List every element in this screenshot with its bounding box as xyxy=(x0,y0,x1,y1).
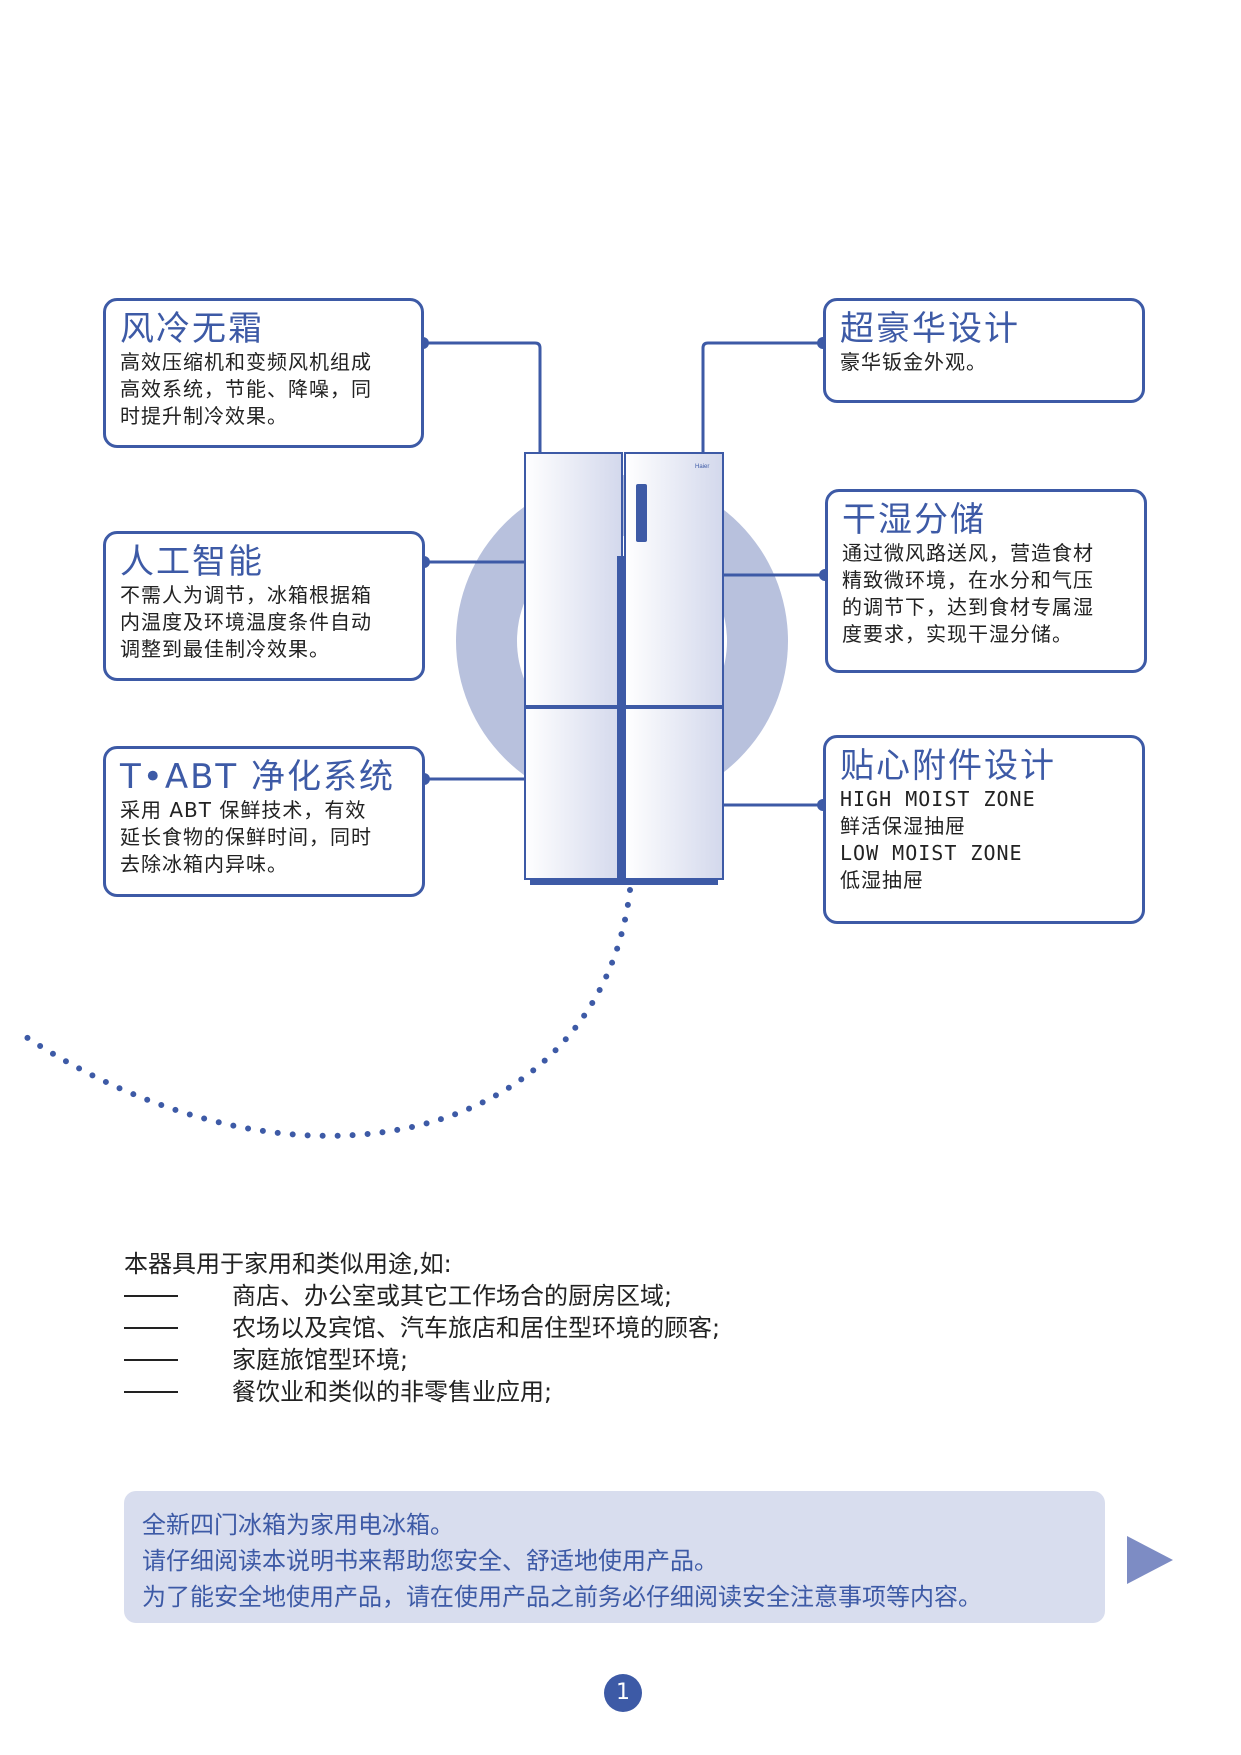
feature-card-accessories: 贴心附件设计 HIGH MOIST ZONE 鲜活保湿抽屉 LOW MOIST ZO… xyxy=(823,735,1145,924)
feature-text: 高效压缩机和变频风机组成 xyxy=(120,350,372,374)
dash xyxy=(124,1295,178,1297)
fridge-illustration xyxy=(524,452,724,885)
feature-text: 度要求，实现干湿分储。 xyxy=(842,622,1073,646)
notice-line: 全新四门冰箱为家用电冰箱。 xyxy=(142,1511,454,1539)
notice-line: 请仔细阅读本说明书来帮助您安全、舒适地使用产品。 xyxy=(142,1547,718,1575)
feature-text: 调整到最佳制冷效果。 xyxy=(120,637,330,661)
uses-item: 家庭旅馆型环境; xyxy=(124,1344,720,1376)
feature-text: 鲜活保湿抽屉 xyxy=(840,814,966,838)
uses-item: 商店、办公室或其它工作场合的厨房区域; xyxy=(124,1280,720,1312)
dash xyxy=(124,1359,178,1361)
feature-text: 内温度及环境温度条件自动 xyxy=(120,610,372,634)
feature-text: 时提升制冷效果。 xyxy=(120,404,288,428)
brand-logo: Haier xyxy=(695,464,709,470)
feature-title: 贴心附件设计 xyxy=(840,746,1056,786)
feature-text: 精致微环境，在水分和气压 xyxy=(842,568,1094,592)
connector-lines xyxy=(423,341,825,807)
feature-text: 豪华钣金外观。 xyxy=(840,350,987,374)
feature-title: 干湿分储 xyxy=(842,500,986,540)
feature-text: 高效系统，节能、降噪，同 xyxy=(120,377,372,401)
feature-text: 不需人为调节，冰箱根据箱 xyxy=(120,583,372,607)
feature-text: LOW MOIST ZONE xyxy=(840,841,1023,865)
dash xyxy=(124,1391,178,1393)
feature-title: 风冷无霜 xyxy=(120,309,264,349)
uses-item-text: 家庭旅馆型环境; xyxy=(232,1346,409,1374)
feature-title: T•ABT 净化系统 xyxy=(120,757,395,797)
feature-card-dry-wet: 干湿分储 通过微风路送风，营造食材精致微环境，在水分和气压的调节下，达到食材专属… xyxy=(825,489,1147,673)
page-number: 1 xyxy=(604,1674,642,1712)
uses-item: 农场以及宾馆、汽车旅店和居住型环境的顾客; xyxy=(124,1312,720,1344)
feature-title: 超豪华设计 xyxy=(840,309,1020,349)
feature-text: 的调节下，达到食材专属湿 xyxy=(842,595,1094,619)
next-arrow-icon[interactable] xyxy=(1127,1536,1173,1584)
uses-intro: 本器具用于家用和类似用途,如: xyxy=(124,1250,452,1278)
feature-card-abt: T•ABT 净化系统 采用 ABT 保鲜技术，有效延长食物的保鲜时间，同时去除冰… xyxy=(103,746,425,897)
feature-text: 通过微风路送风，营造食材 xyxy=(842,541,1094,565)
feature-title: 人工智能 xyxy=(120,542,264,582)
uses-item-text: 商店、办公室或其它工作场合的厨房区域; xyxy=(232,1282,673,1310)
feature-text: 采用 ABT 保鲜技术，有效 xyxy=(120,798,367,822)
intended-uses: 本器具用于家用和类似用途,如: 商店、办公室或其它工作场合的厨房区域; 农场以及… xyxy=(124,1248,720,1408)
dotted-arc xyxy=(17,887,633,1139)
feature-text: 低湿抽屉 xyxy=(840,868,924,892)
feature-text: 延长食物的保鲜时间，同时 xyxy=(120,825,372,849)
feature-text: HIGH MOIST ZONE xyxy=(840,787,1036,811)
uses-item: 餐饮业和类似的非零售业应用; xyxy=(124,1376,720,1408)
feature-card-ai: 人工智能 不需人为调节，冰箱根据箱内温度及环境温度条件自动调整到最佳制冷效果。 xyxy=(103,531,425,681)
uses-item-text: 农场以及宾馆、汽车旅店和居住型环境的顾客; xyxy=(232,1314,721,1342)
feature-card-luxury: 超豪华设计 豪华钣金外观。 xyxy=(823,298,1145,403)
notice-line: 为了能安全地使用产品，请在使用产品之前务必仔细阅读安全注意事项等内容。 xyxy=(142,1583,982,1611)
feature-text: 去除冰箱内异味。 xyxy=(120,852,288,876)
feature-card-frost-free: 风冷无霜 高效压缩机和变频风机组成高效系统，节能、降噪，同时提升制冷效果。 xyxy=(103,298,424,448)
dash xyxy=(124,1327,178,1329)
display-panel xyxy=(636,484,647,542)
uses-item-text: 餐饮业和类似的非零售业应用; xyxy=(232,1378,553,1406)
notice-box: 全新四门冰箱为家用电冰箱。 请仔细阅读本说明书来帮助您安全、舒适地使用产品。 为… xyxy=(124,1491,1105,1623)
